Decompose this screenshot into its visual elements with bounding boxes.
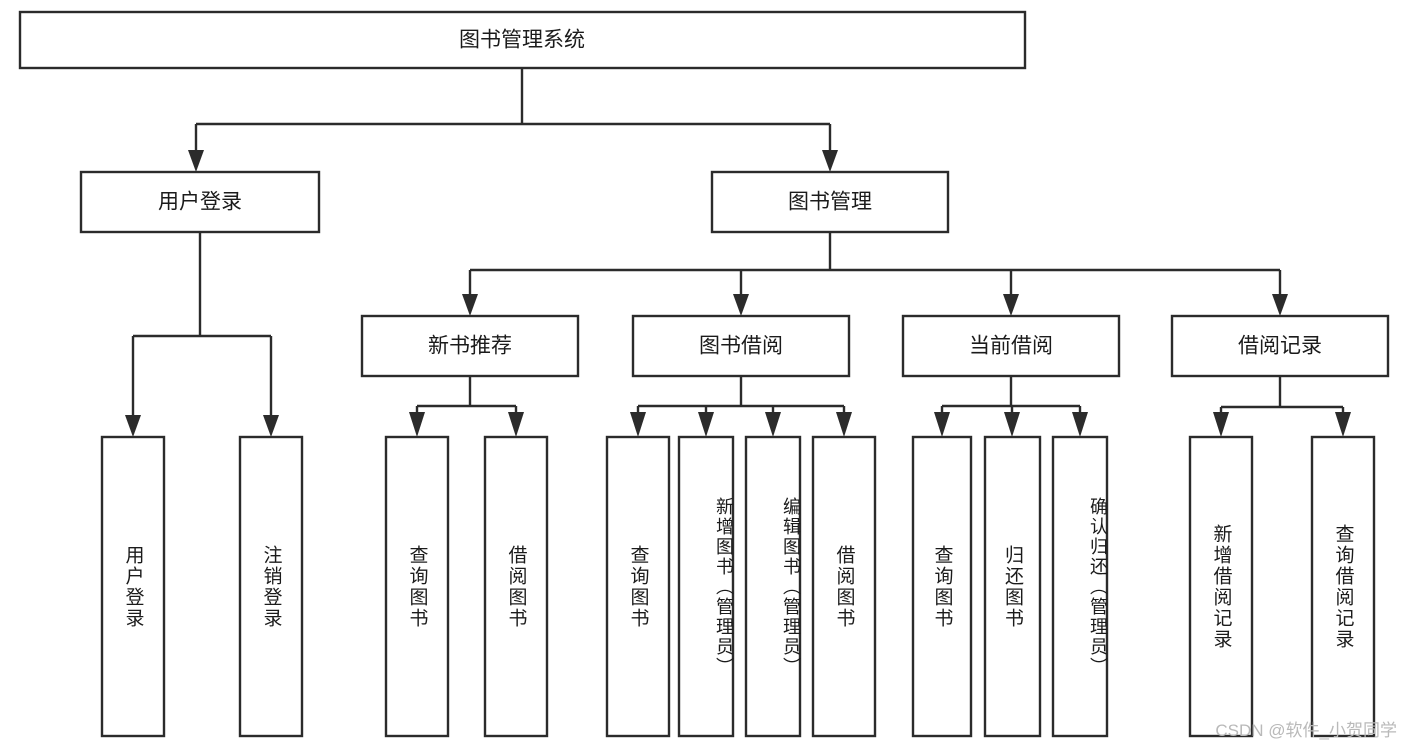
leaf-rect-nb-borrow-book[interactable] [483, 435, 549, 738]
arrowhead-leaf-rec-add [1213, 412, 1229, 437]
node-book-management-label: 图书管理 [788, 191, 872, 214]
arrowhead-leaf-bb-borrow [836, 412, 852, 437]
leaf-rect-bb-edit-book[interactable] [744, 435, 802, 738]
connector-group-borrow-leaves [630, 376, 852, 437]
arrowhead-current [1003, 294, 1019, 316]
leaf-rect-nb-query-book[interactable] [384, 435, 450, 738]
leaf-rect-rec-add-record[interactable] [1188, 435, 1254, 738]
leaf-rect-user-login[interactable] [100, 435, 166, 738]
node-book-borrow-rect[interactable] [631, 314, 851, 378]
arrowhead-leaf-bb-edit [765, 412, 781, 437]
leaf-rect-bb-borrow-book[interactable] [811, 435, 877, 738]
node-borrow-record-label: 借阅记录 [1238, 335, 1322, 358]
connector-group-current-leaves [934, 376, 1088, 437]
node-current-borrow[interactable]: 当前借阅 [901, 314, 1121, 378]
arrowhead-leaf-cb-confirm [1072, 412, 1088, 437]
csdn-watermark: CSDN @软件_小贺同学 [1215, 721, 1397, 740]
node-borrow-record[interactable]: 借阅记录 [1170, 314, 1390, 378]
arrowhead-leaf-rec-query [1335, 412, 1351, 437]
leaf-rect-bb-query-book[interactable] [605, 435, 671, 738]
arrowhead-leaf-bb-add [698, 412, 714, 437]
node-new-book-recommend-label: 新书推荐 [428, 335, 512, 358]
leaf-rect-group [100, 435, 1376, 738]
node-root[interactable]: 图书管理系统 [18, 10, 1027, 70]
connector-group-userlogin-leaves [125, 232, 279, 437]
arrowhead-leaf-nb-borrow [508, 412, 524, 437]
node-borrow-record-rect[interactable] [1170, 314, 1390, 378]
node-book-borrow-label: 图书借阅 [699, 335, 783, 358]
leaf-rect-rec-query-record[interactable] [1310, 435, 1376, 738]
arrowhead-leaf-bb-query [630, 412, 646, 437]
node-book-management[interactable]: 图书管理 [710, 170, 950, 234]
connector-group-bookmgmt [462, 232, 1288, 316]
node-new-book-recommend-rect[interactable] [360, 314, 580, 378]
node-current-borrow-rect[interactable] [901, 314, 1121, 378]
leaf-rect-user-logout[interactable] [238, 435, 304, 738]
leaf-rect-cb-confirm-return[interactable] [1051, 435, 1109, 738]
node-book-management-rect[interactable] [710, 170, 950, 234]
node-current-borrow-label: 当前借阅 [969, 335, 1053, 358]
leaf-rect-cb-query-book[interactable] [911, 435, 973, 738]
arrowhead-borrow [733, 294, 749, 316]
node-user-login[interactable]: 用户登录 [79, 170, 321, 234]
arrowhead-leaf-nb-query [409, 412, 425, 437]
arrowhead-userlogin [188, 150, 204, 172]
arrowhead-newbook [462, 294, 478, 316]
node-user-login-label: 用户登录 [158, 191, 242, 214]
connector-group-newbook-leaves [409, 376, 524, 437]
arrowhead-leaf-user-logout [263, 415, 279, 437]
node-root-rect[interactable] [18, 10, 1027, 70]
node-book-borrow[interactable]: 图书借阅 [631, 314, 851, 378]
node-user-login-rect[interactable] [79, 170, 321, 234]
arrowhead-record [1272, 294, 1288, 316]
arrowhead-leaf-user-login [125, 415, 141, 437]
arrowhead-bookmgmt [822, 150, 838, 172]
node-new-book-recommend[interactable]: 新书推荐 [360, 314, 580, 378]
arrowhead-leaf-cb-return [1004, 412, 1020, 437]
node-root-label: 图书管理系统 [459, 29, 585, 52]
leaf-rect-bb-add-book[interactable] [677, 435, 735, 738]
connector-group-root [188, 68, 838, 172]
leaf-rect-cb-return-book[interactable] [983, 435, 1042, 738]
connector-group-record-leaves [1213, 376, 1351, 437]
arrowhead-leaf-cb-query [934, 412, 950, 437]
